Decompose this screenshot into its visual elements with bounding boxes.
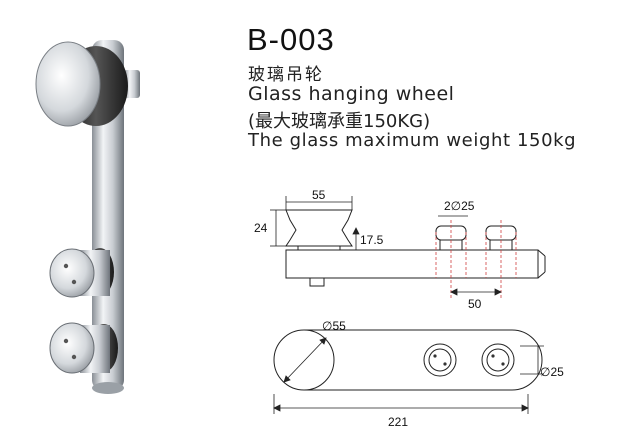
- product-name-en: Glass hanging wheel: [248, 83, 455, 105]
- product-photo: [35, 40, 140, 394]
- technical-drawing: 55 24 17.5 2∅25 50 ∅55 ∅25 221: [254, 188, 564, 429]
- dim-wheel-width: 55: [312, 188, 326, 202]
- product-name-cn: 玻璃吊轮: [248, 65, 324, 85]
- rod: [92, 40, 124, 390]
- dim-wheel-height: 24: [254, 221, 268, 235]
- top-stopper-2: [481, 343, 515, 377]
- top-stopper-1: [423, 343, 457, 377]
- dim-stopper-side-dia: ∅25: [540, 365, 564, 379]
- dim-wheel-diameter: ∅55: [322, 319, 346, 333]
- dim-stopper-spacing: 50: [468, 297, 482, 311]
- capacity-cn: (最大玻璃承重150KG): [248, 111, 431, 132]
- model-title: B-003: [247, 22, 335, 57]
- dim-total-length: 221: [388, 415, 408, 429]
- dim-stopper-dia: 2∅25: [444, 199, 475, 213]
- capacity-en: The glass maximum weight 150kg: [248, 130, 577, 151]
- dim-offset: 17.5: [360, 233, 384, 247]
- side-bar: [285, 249, 539, 279]
- side-wheel: [285, 209, 353, 247]
